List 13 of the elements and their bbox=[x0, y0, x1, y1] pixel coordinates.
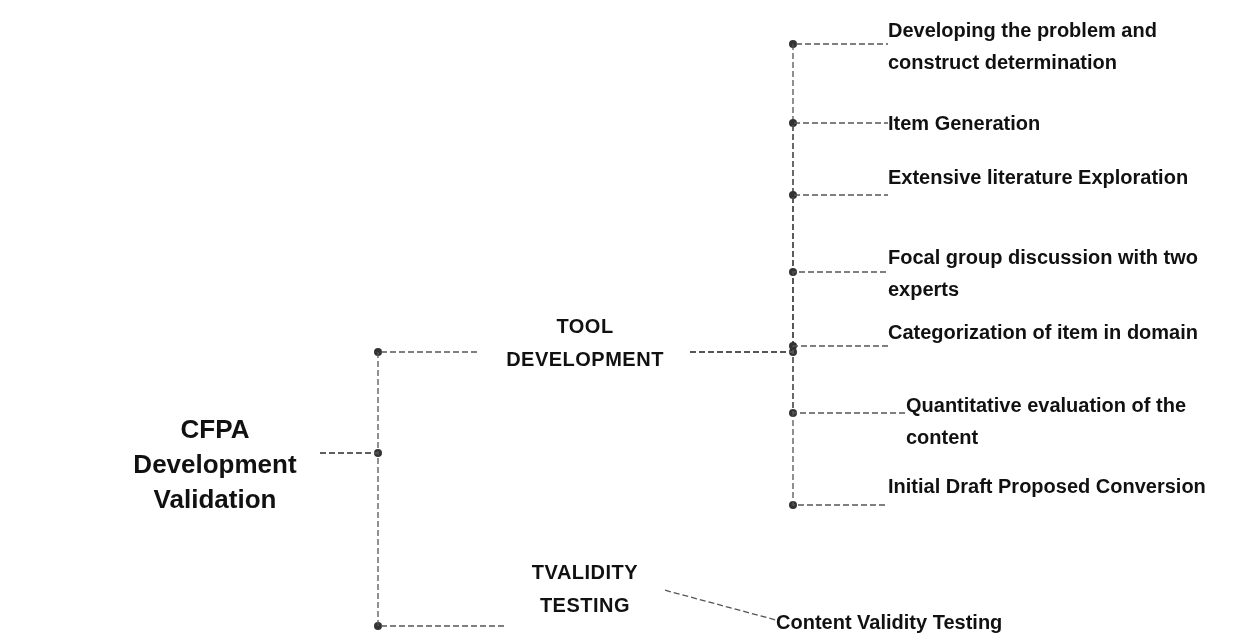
step-label: Developing the problem and construct determination bbox=[888, 18, 1158, 75]
branch-label: TVALIDITY TESTING bbox=[530, 560, 640, 618]
root-label: CFPA Development Validation bbox=[132, 413, 298, 516]
step-label: Categorization of item in domain bbox=[888, 320, 1199, 345]
connector-line bbox=[664, 589, 777, 621]
step-label: Content Validity Testing bbox=[776, 610, 1004, 634]
connector-line bbox=[319, 452, 506, 627]
step-label: Extensive literature Exploration bbox=[888, 165, 1190, 190]
step-label: Item Generation bbox=[888, 111, 1042, 136]
step-label: Initial Draft Proposed Conversion bbox=[888, 474, 1207, 499]
step-label: Focal group discussion with two experts bbox=[888, 245, 1199, 302]
branch-label: TOOL DEVELOPMENT bbox=[505, 314, 665, 372]
step-label: Quantitative evaluation of the content bbox=[906, 393, 1188, 450]
